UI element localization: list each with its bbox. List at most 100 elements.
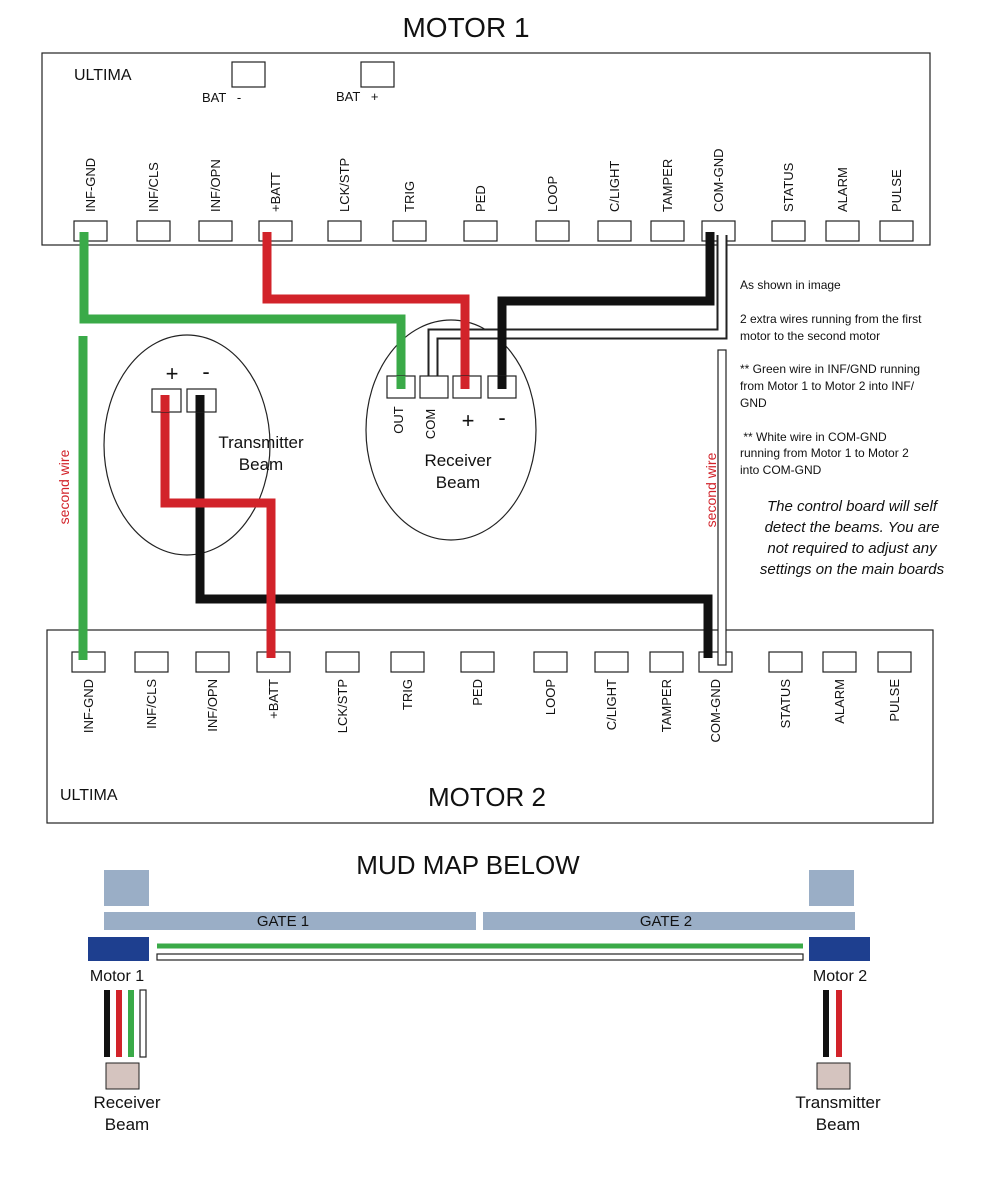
motor1-terminal-c-light[interactable]: [597, 220, 632, 242]
motor1-terminal-label-alarm: ALARM: [835, 167, 850, 212]
note-extra-line: motor to the second motor: [740, 329, 880, 343]
note-white-line: into COM-GND: [740, 463, 822, 477]
motor1-terminal-label-loop: LOOP: [545, 176, 560, 212]
motor2-terminal-label-status: STATUS: [778, 679, 793, 729]
mudmap-receiver-label-line2: Beam: [105, 1115, 149, 1134]
motor1-terminal-tamper[interactable]: [650, 220, 685, 242]
motor1-terminal-trig[interactable]: [392, 220, 427, 242]
black-wire-receiver: [497, 232, 715, 383]
motor2-terminal-label-inf-cls: INF/CLS: [144, 679, 159, 729]
motor2-terminal-label-lck-stp: LCK/STP: [335, 679, 350, 733]
note-control-line: not required to adjust any: [767, 540, 938, 557]
motor1-brand: ULTIMA: [74, 67, 132, 84]
note-extra-wires: 2 extra wires running from the first mot…: [740, 312, 922, 343]
motor2-terminal-tamper[interactable]: [649, 651, 684, 673]
motor2-terminal-label-alarm: ALARM: [832, 679, 847, 724]
motor2-terminal-label-loop: LOOP: [543, 679, 558, 715]
mudmap-motor2-block: [809, 937, 870, 961]
motor1-terminal-inf-gnd[interactable]: [73, 220, 108, 242]
motor1-bat-plus-label: BAT +: [336, 89, 379, 104]
motor1-board: [41, 52, 931, 246]
motor2-terminal-trig[interactable]: [390, 651, 425, 673]
motor1-terminal-inf-cls[interactable]: [136, 220, 171, 242]
mudmap-title: MUD MAP BELOW: [356, 850, 580, 880]
motor2-terminal-lck-stp[interactable]: [325, 651, 360, 673]
motor2-terminal-pulse[interactable]: [877, 651, 912, 673]
motor2-terminal-inf-cls[interactable]: [134, 651, 169, 673]
motor2-terminal-label-pulse: PULSE: [887, 679, 902, 722]
left-second-wire-label: second wire: [56, 449, 72, 524]
white-wire-top: [429, 235, 726, 383]
motor2-terminal-label-com-gnd: COM-GND: [708, 679, 723, 743]
motor1-bat-minus-label: BAT -: [202, 90, 241, 105]
motor1-bat-plus-terminal[interactable]: [360, 61, 395, 88]
note-control-line: detect the beams. You are: [765, 519, 940, 536]
motor1-terminal-label-inf-gnd: INF-GND: [83, 158, 98, 212]
note-green-line: ** Green wire in INF/GND running: [740, 362, 920, 376]
motor2-terminal-ped[interactable]: [460, 651, 495, 673]
motor1-terminal-lck-stp[interactable]: [327, 220, 362, 242]
motor2-terminal-inf-opn[interactable]: [195, 651, 230, 673]
note-extra-line: 2 extra wires running from the first: [740, 312, 922, 326]
receiver-minus-label: -: [498, 405, 505, 430]
motor2-brand: ULTIMA: [60, 787, 118, 804]
mudmap-white-wire: [156, 953, 804, 961]
motor1-terminal-label-inf-cls: INF/CLS: [146, 162, 161, 212]
motor1-terminal-status[interactable]: [771, 220, 806, 242]
note-green-line: GND: [740, 396, 767, 410]
mudmap-motor1-label: Motor 1: [90, 968, 144, 985]
receiver-beam-outline: [365, 319, 537, 541]
note-control-board: The control board will self detect the b…: [760, 498, 945, 578]
mudmap-transmitter-label-line2: Beam: [816, 1115, 860, 1134]
receiver-out-label: OUT: [391, 406, 406, 434]
motor1-terminal-label-c-light: C/LIGHT: [607, 161, 622, 212]
motor2-terminal-label-tamper: TAMPER: [659, 679, 674, 732]
transmitter-plus-label: +: [166, 361, 179, 386]
receiver-plus-label: +: [462, 408, 475, 433]
motor1-terminal-label-lck-stp: LCK/STP: [337, 158, 352, 212]
motor2-terminal-label-batt: +BATT: [266, 679, 281, 719]
note-white-line: running from Motor 1 to Motor 2: [740, 446, 909, 460]
motor1-terminal-label-ped: PED: [473, 185, 488, 212]
green-wire-receiver: [79, 232, 406, 383]
motor2-terminal-loop[interactable]: [533, 651, 568, 673]
red-wire-transmitter: [160, 406, 276, 658]
transmitter-beam-outline: [103, 334, 271, 556]
motor2-terminal-alarm[interactable]: [822, 651, 857, 673]
right-second-wire-label: second wire: [703, 452, 719, 527]
mudmap-m1-white-wire: [139, 989, 147, 1058]
motor1-terminal-label-status: STATUS: [781, 162, 796, 212]
motor1-terminal-loop[interactable]: [535, 220, 570, 242]
red-wire-receiver: [262, 232, 470, 383]
motor1-terminal-pulse[interactable]: [879, 220, 914, 242]
motor1-terminal-label-tamper: TAMPER: [660, 159, 675, 212]
note-as-shown: As shown in image: [740, 278, 841, 292]
note-green-line: from Motor 1 to Motor 2 into INF/: [740, 379, 915, 393]
motor2-terminal-c-light[interactable]: [594, 651, 629, 673]
motor1-terminal-label-batt: +BATT: [268, 172, 283, 212]
motor1-terminal-ped[interactable]: [463, 220, 498, 242]
mudmap-motor1-block: [88, 937, 149, 961]
transmitter-minus-label: -: [202, 359, 209, 384]
motor2-terminal-inf-gnd[interactable]: [71, 651, 106, 673]
mudmap-pillar-right: [809, 870, 854, 906]
receiver-com-terminal[interactable]: [419, 375, 449, 399]
mudmap-gate1: [104, 912, 476, 930]
mudmap-receiver-label-line1: Receiver: [93, 1093, 160, 1112]
receiver-label-line2: Beam: [436, 473, 480, 492]
motor2-terminal-status[interactable]: [768, 651, 803, 673]
motor2-terminal-label-ped: PED: [470, 679, 485, 706]
motor1-bat-minus-terminal[interactable]: [231, 61, 266, 88]
note-white-line: ** White wire in COM-GND: [740, 430, 887, 444]
note-control-line: The control board will self: [767, 498, 939, 515]
motor1-terminal-alarm[interactable]: [825, 220, 860, 242]
white-wire-second-run: [717, 349, 727, 666]
transmitter-label-line2: Beam: [239, 455, 283, 474]
motor1-terminal-label-com-gnd: COM-GND: [711, 148, 726, 212]
note-green-wire: ** Green wire in INF/GND running from Mo…: [740, 362, 920, 410]
motor1-terminal-inf-opn[interactable]: [198, 220, 233, 242]
motor1-terminal-label-trig: TRIG: [402, 181, 417, 212]
mudmap-motor2-label: Motor 2: [813, 968, 867, 985]
